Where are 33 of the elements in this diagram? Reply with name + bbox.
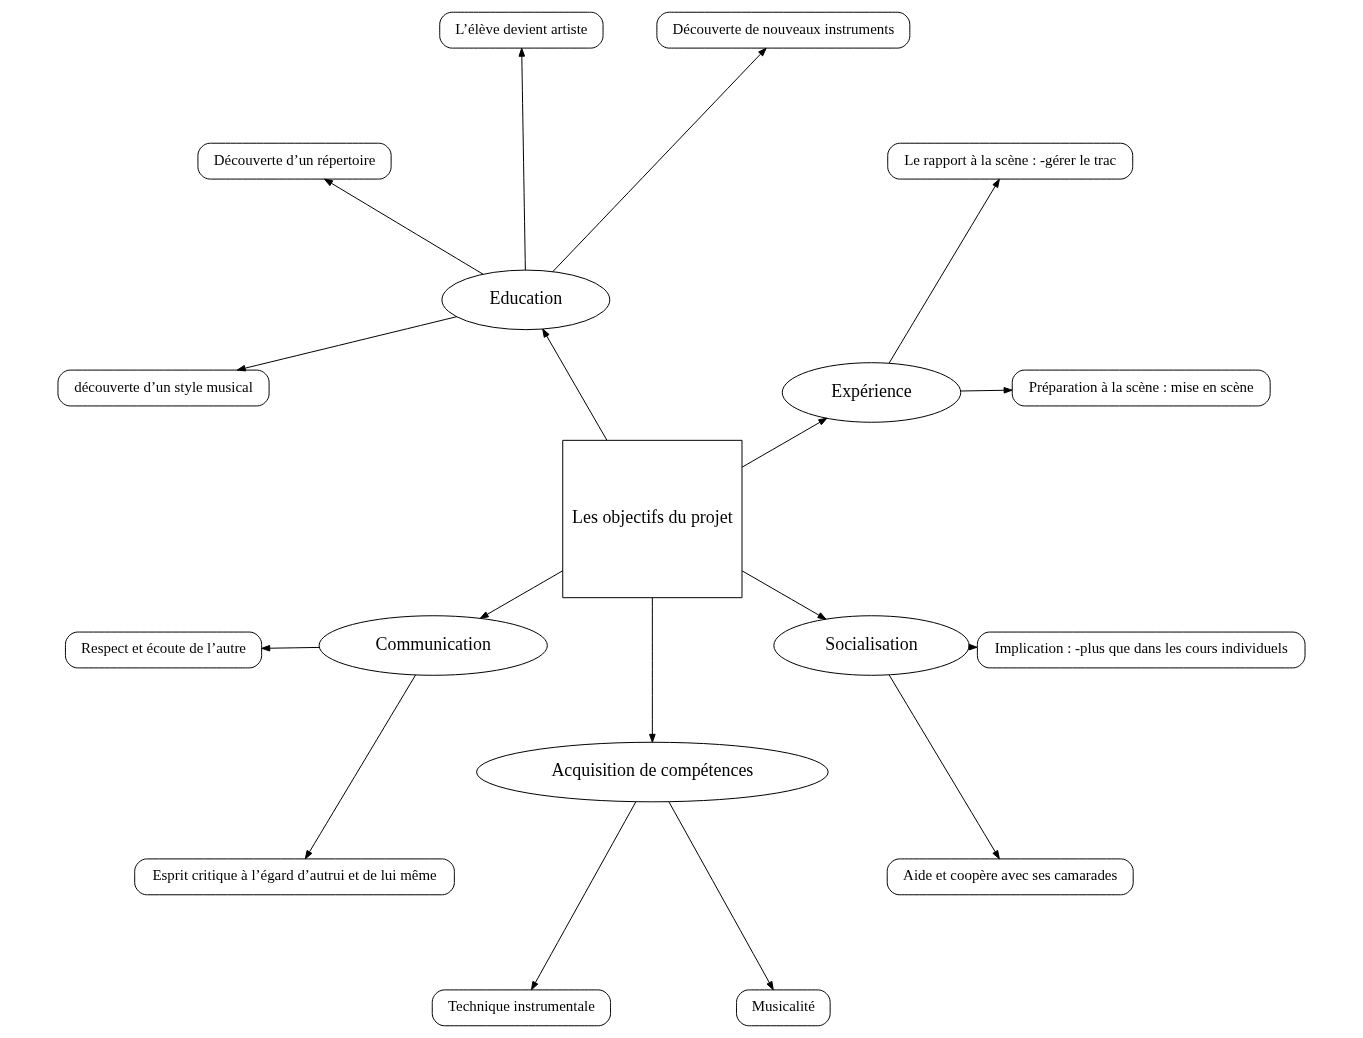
arrow	[542, 328, 608, 441]
arrow	[479, 570, 564, 619]
node-ellipse: Communication	[318, 615, 548, 676]
node-box: Découverte d’un répertoire	[197, 142, 392, 180]
node-box: Préparation à la scène : mise en scène	[1011, 369, 1271, 407]
node-box: Musicalité	[736, 989, 831, 1027]
node-box: Implication : -plus que dans les cours individuels	[976, 631, 1306, 669]
node-ellipse: Education	[441, 269, 611, 331]
arrow	[649, 597, 656, 743]
arrow	[888, 178, 1000, 364]
node-box: L’élève devient artiste	[439, 11, 604, 49]
arrow	[323, 178, 484, 275]
node-box: Le rapport à la scène : -gérer le trac	[887, 142, 1134, 180]
arrow	[741, 570, 827, 620]
node-box: Technique instrumentale	[431, 989, 611, 1027]
arrow	[960, 387, 1013, 394]
arrow	[304, 674, 417, 860]
node-ellipse: Acquisition de compétences	[476, 741, 829, 803]
arrow	[530, 801, 637, 991]
arrow	[518, 47, 526, 271]
node-box: Découverte de nouveaux instruments	[656, 11, 911, 49]
arrow	[261, 644, 320, 652]
node-box: Esprit critique à l’égard d’autrui et de lui même	[134, 858, 455, 896]
arrow	[552, 47, 767, 273]
node-box: Respect et écoute de l’autre	[64, 631, 263, 669]
node-box: découverte d’un style musical	[57, 369, 270, 407]
node-box: Les objectifs du projet	[562, 439, 743, 599]
node-ellipse: Expérience	[781, 362, 962, 423]
arrow	[668, 801, 774, 991]
arrow	[888, 674, 1000, 860]
arrow	[236, 316, 458, 372]
arrow	[741, 417, 828, 468]
node-box: Aide et coopère avec ses camarades	[886, 858, 1134, 896]
